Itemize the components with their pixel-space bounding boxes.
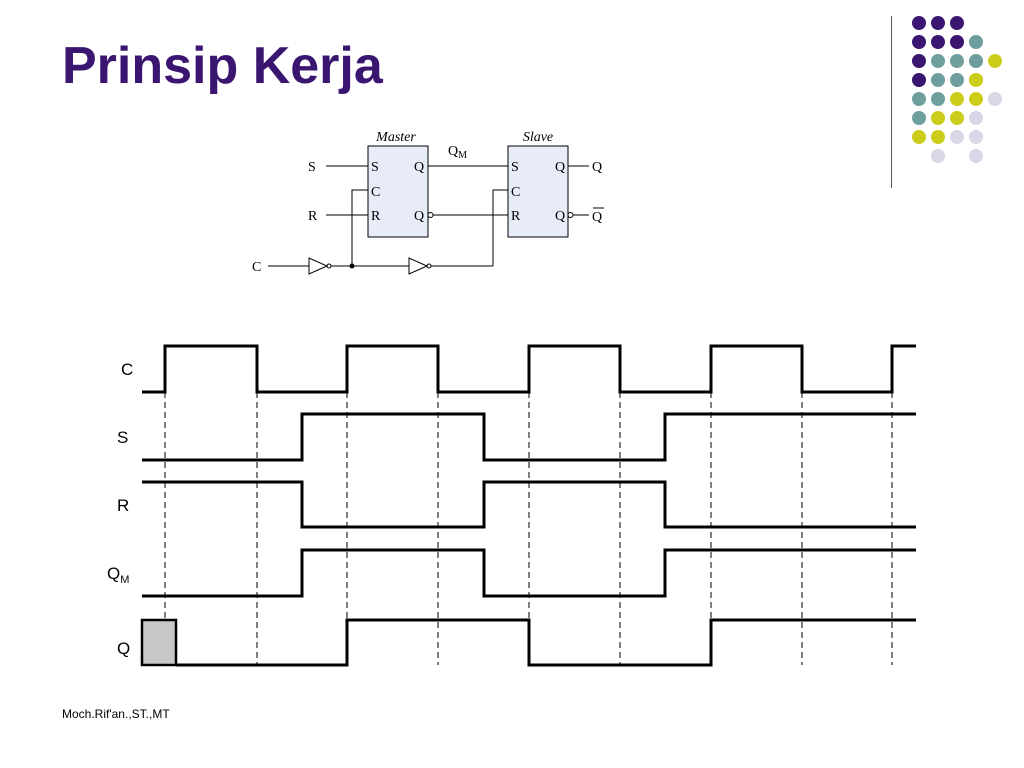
waveform-s bbox=[142, 412, 916, 462]
input-c-label: C bbox=[252, 260, 261, 275]
decorative-dot bbox=[988, 54, 1002, 68]
slave-pin-q: Q bbox=[555, 160, 565, 175]
signal-label-c: C bbox=[121, 360, 133, 380]
waveform-qm bbox=[142, 548, 916, 598]
decorative-dot bbox=[950, 35, 964, 49]
master-pin-s: S bbox=[371, 160, 379, 175]
decorative-dot bbox=[931, 73, 945, 87]
decorative-dot bbox=[912, 35, 926, 49]
output-q-label: Q bbox=[592, 160, 602, 175]
master-pin-qn: Q bbox=[414, 209, 424, 224]
decorative-dot bbox=[912, 92, 926, 106]
signal-label-q: Q bbox=[117, 639, 130, 659]
master-pin-r: R bbox=[371, 209, 381, 224]
decorative-dot bbox=[950, 16, 964, 30]
slave-pin-s: S bbox=[511, 160, 519, 175]
signal-label-main: C bbox=[121, 360, 134, 379]
signal-label-s: S bbox=[117, 428, 128, 448]
output-qbar-label: Q bbox=[592, 210, 602, 225]
decorative-dot bbox=[931, 54, 945, 68]
slave-pin-qn: Q bbox=[555, 209, 565, 224]
signal-label-main: Q bbox=[117, 639, 131, 658]
q-unknown-region bbox=[140, 618, 178, 667]
signal-label-main: S bbox=[117, 428, 129, 447]
signal-label-main: R bbox=[117, 496, 130, 515]
decorative-dot bbox=[912, 54, 926, 68]
decorative-dot bbox=[969, 73, 983, 87]
decorative-dot bbox=[969, 149, 983, 163]
signal-label-r: R bbox=[117, 496, 129, 516]
qm-label: QM bbox=[448, 144, 467, 161]
decorative-dot bbox=[969, 111, 983, 125]
decorative-dot bbox=[931, 35, 945, 49]
signal-label-sub: M bbox=[120, 574, 130, 586]
master-label: Master bbox=[375, 130, 416, 145]
waveform-r bbox=[142, 480, 916, 529]
footer-author: Moch.Rif'an.,ST.,MT bbox=[62, 707, 170, 721]
decorative-dot bbox=[969, 92, 983, 106]
decorative-dot bbox=[950, 92, 964, 106]
input-s-label: S bbox=[308, 160, 316, 175]
junction-dot bbox=[349, 263, 355, 269]
master-pin-q: Q bbox=[414, 160, 424, 175]
decorative-dot bbox=[931, 111, 945, 125]
slave-pin-r: R bbox=[511, 209, 521, 224]
slide-title: Prinsip Kerja bbox=[62, 37, 383, 95]
signal-label-main: Q bbox=[107, 564, 121, 583]
decorative-dot bbox=[969, 54, 983, 68]
decorative-dot bbox=[969, 130, 983, 144]
decorative-divider bbox=[891, 16, 892, 188]
signal-label-qm: QM bbox=[107, 564, 130, 586]
decorative-dot bbox=[950, 54, 964, 68]
decorative-dot bbox=[931, 149, 945, 163]
decorative-dot bbox=[931, 92, 945, 106]
input-r-label: R bbox=[308, 209, 318, 224]
slave-pin-c: C bbox=[511, 185, 520, 200]
decorative-dot bbox=[950, 73, 964, 87]
decorative-dot bbox=[931, 130, 945, 144]
master-pin-c: C bbox=[371, 185, 380, 200]
decorative-dot bbox=[912, 16, 926, 30]
decorative-dot bbox=[912, 130, 926, 144]
decorative-dot bbox=[950, 130, 964, 144]
circuit-wires bbox=[268, 165, 589, 275]
decorative-dot bbox=[988, 92, 1002, 106]
waveform-q bbox=[176, 618, 916, 667]
slave-label: Slave bbox=[523, 130, 553, 145]
decorative-dot bbox=[912, 111, 926, 125]
master-flipflop-box bbox=[367, 145, 429, 238]
waveform-c bbox=[142, 344, 916, 394]
slave-flipflop-box bbox=[507, 145, 569, 238]
decorative-dot bbox=[931, 16, 945, 30]
decorative-dot bbox=[950, 111, 964, 125]
decorative-dot bbox=[912, 73, 926, 87]
decorative-dot bbox=[969, 35, 983, 49]
master-slave-circuit: Master Slave S C R Q Q S C R Q Q S R C Q… bbox=[252, 130, 604, 275]
